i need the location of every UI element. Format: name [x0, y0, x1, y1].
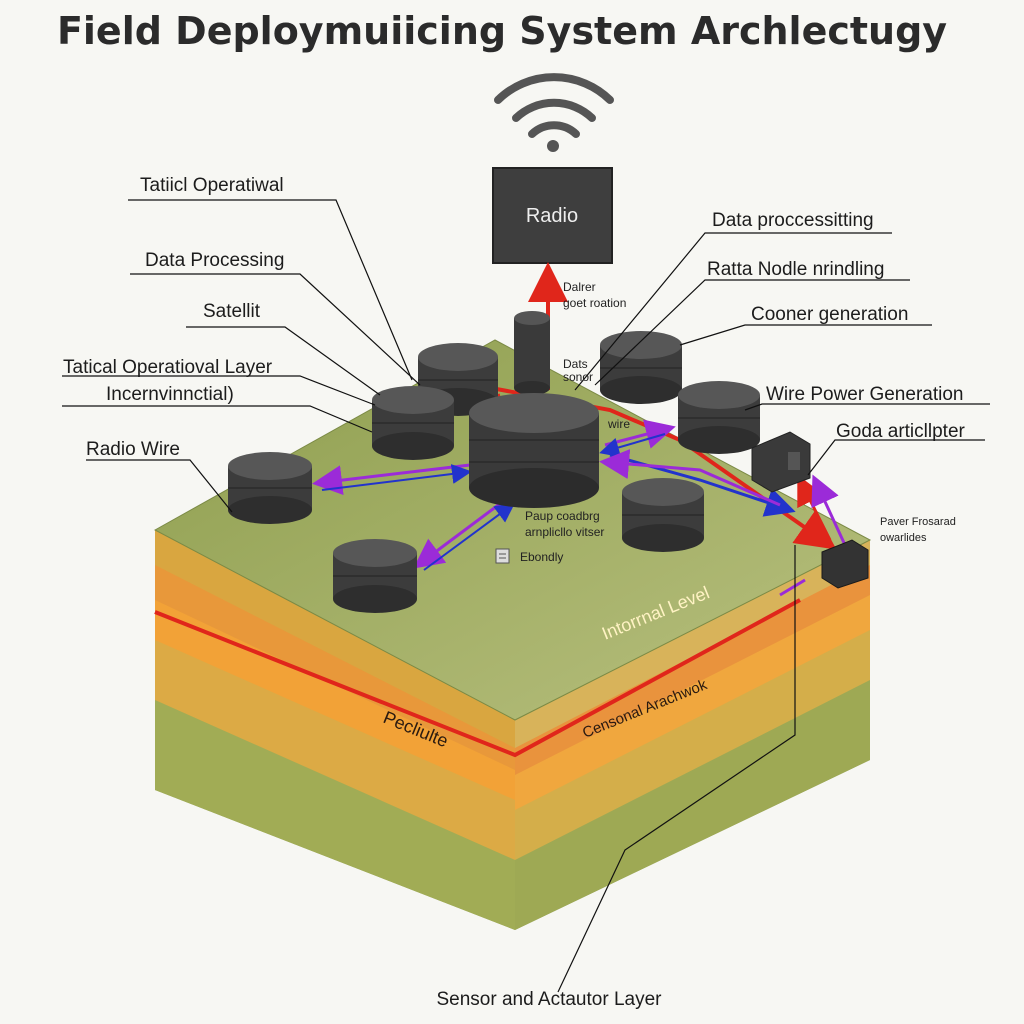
device-box-upper [751, 431, 811, 493]
node-cylinder-right-lower [622, 478, 704, 552]
node-cylinder-tall [514, 311, 550, 395]
label-radio-wire: Radio Wire [86, 439, 180, 460]
node-cylinder-top-right [600, 331, 682, 404]
label-incernvinnctial: Incernvinnctial) [106, 384, 234, 405]
small-label-goet-roation: goet roation [563, 296, 626, 310]
small-label-sonor: sonor [563, 370, 593, 384]
small-label-owarlides: owarlides [880, 532, 927, 544]
ebondly-icon [495, 548, 510, 564]
right-leaders [574, 232, 990, 476]
diagram-title: Field Deploymuiicing System Archlectugy [57, 9, 947, 53]
label-goda-articllpter: Goda articllpter [836, 421, 966, 442]
node-cylinder-left-upper [372, 386, 454, 460]
link-purple-bottom [413, 498, 506, 569]
node-cylinder-bottom [333, 539, 417, 613]
left-leaders [62, 199, 421, 513]
small-label-paup: Paup coadbrg [525, 509, 600, 523]
link-purple-left [312, 463, 471, 496]
label-satellit: Satellit [203, 301, 261, 322]
node-cylinder-right-upper [678, 381, 760, 454]
small-label-ebondly: Ebondly [520, 550, 563, 564]
small-label-arnplicllo: arnplicllo vitser [525, 525, 604, 539]
label-ratta-nodle: Ratta Nodle nrindling [707, 259, 884, 280]
small-label-paver: Paver Frosarad [880, 516, 956, 528]
label-data-proccessitting: Data proccessitting [712, 210, 874, 231]
label-cooner-generation: Cooner generation [751, 304, 908, 325]
strata-red-line [154, 598, 801, 758]
small-label-wire: wire [607, 417, 630, 431]
label-tatiicl-operatiwal: Tatiicl Operatiwal [140, 175, 284, 196]
label-data-processing: Data Processing [145, 250, 284, 271]
label-wire-power-generation: Wire Power Generation [766, 384, 963, 405]
node-cylinders [228, 311, 760, 613]
node-cylinder-left [228, 452, 312, 524]
radio-box: Radio [492, 167, 613, 264]
node-cylinder-central [469, 393, 599, 508]
radio-box-label: Radio [526, 205, 578, 227]
bottom-leader [557, 545, 796, 993]
small-label-dats: Dats [563, 357, 588, 371]
device-box-lower [821, 539, 869, 589]
wifi-icon [494, 73, 614, 152]
label-tatical-operational-layer: Tatical Operatioval Layer [63, 357, 273, 378]
small-label-dalrer: Dalrer [563, 280, 596, 294]
label-sensor-actuator-layer: Sensor and Actautor Layer [437, 989, 663, 1010]
layered-block [153, 339, 872, 930]
